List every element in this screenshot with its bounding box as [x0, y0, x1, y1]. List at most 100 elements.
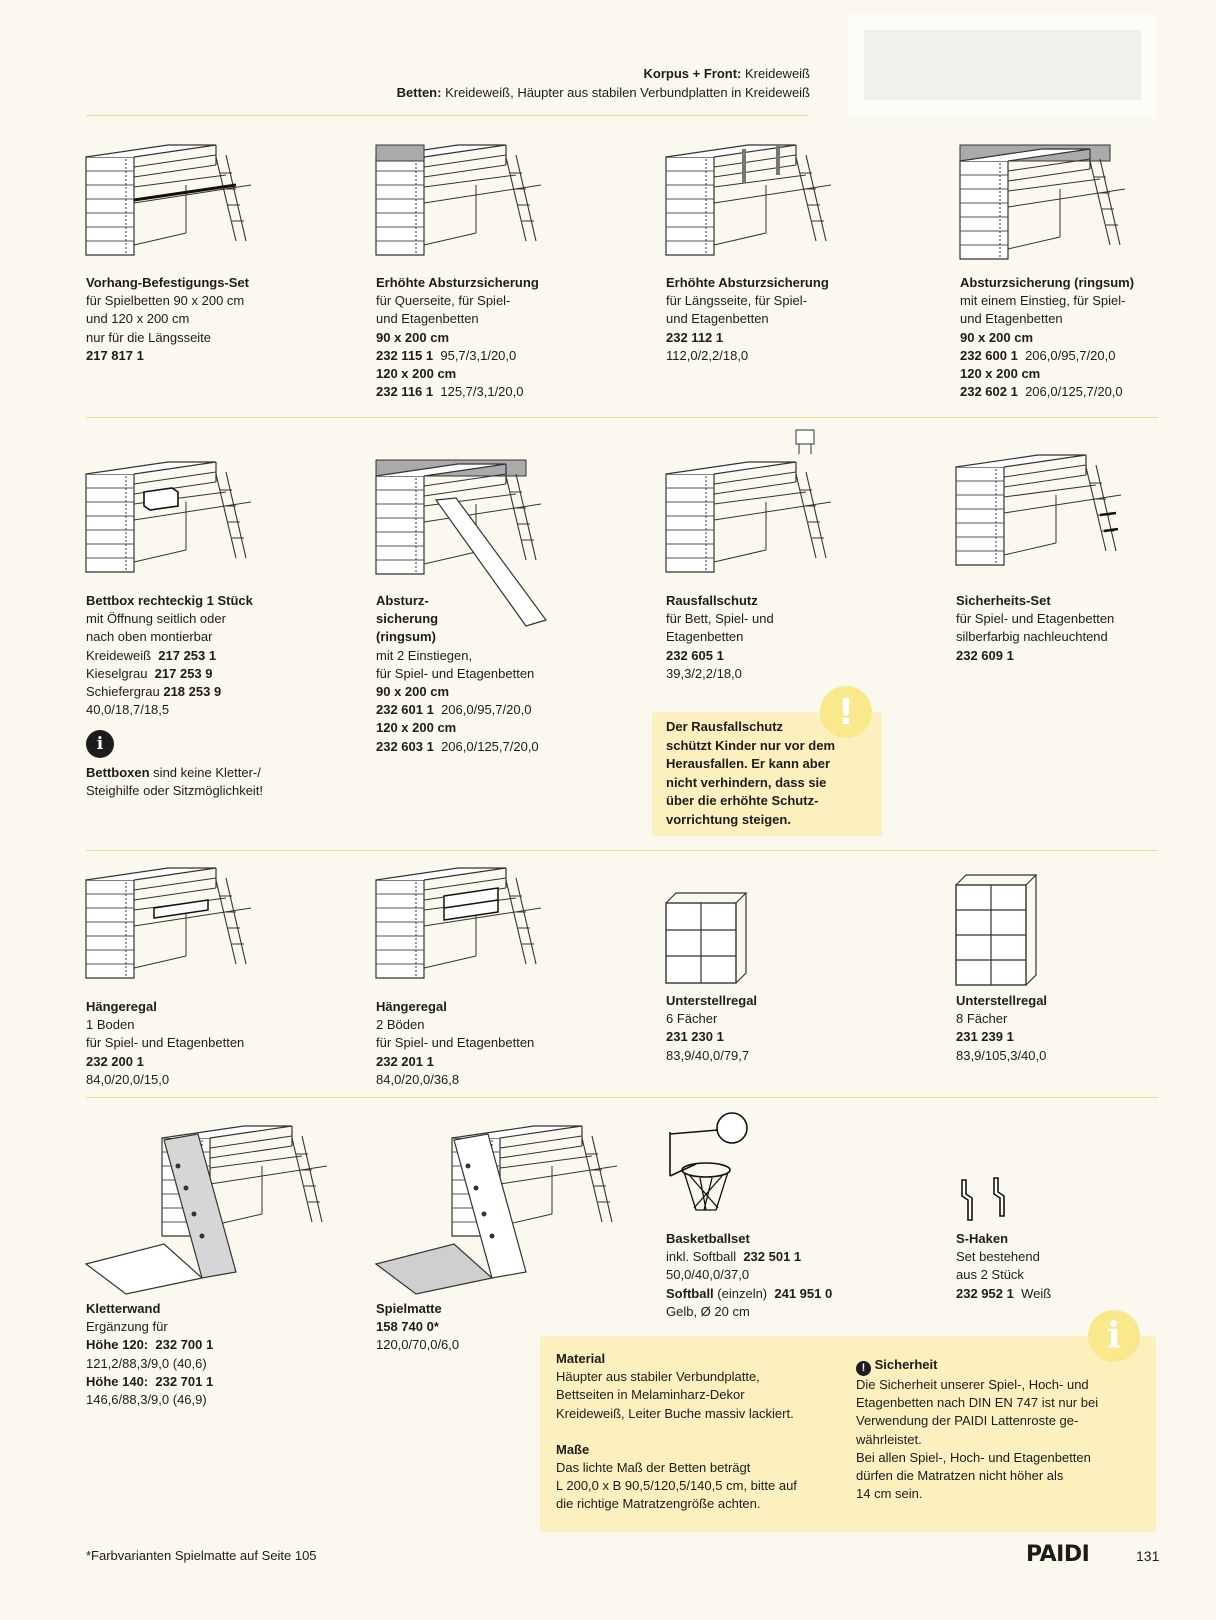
- illustration-s-hooks: [961, 1177, 1005, 1221]
- product-desc: für Querseite, für Spiel-: [376, 293, 511, 309]
- product-title: sicherung: [376, 611, 439, 627]
- product-title: Erhöhte Absturzsicherung: [376, 275, 539, 290]
- dimensions: 206,0/125,7/20,0: [441, 738, 539, 754]
- product-desc: Etagenbetten: [666, 629, 744, 645]
- info-icon: i: [86, 730, 114, 758]
- product-desc: aus 2 Stück: [956, 1267, 1024, 1283]
- product-title: Absturzsicherung (ringsum): [960, 275, 1135, 290]
- product-raised-guard-cross: Erhöhte Absturzsicherung für Querseite, …: [376, 274, 539, 401]
- illustration-raised-guard-long: [665, 144, 832, 256]
- product-desc: für Spiel- und Etagenbetten: [956, 611, 1115, 627]
- color-label: Kieselgrau: [86, 665, 148, 681]
- product-s-hooks: S-Haken Set bestehend aus 2 Stück 232 95…: [956, 1230, 1051, 1303]
- header-line2-label: Betten:: [396, 85, 442, 100]
- bedbox-note: Bettboxen sind keine Kletter-/ Steighilf…: [86, 764, 263, 800]
- size-label: 120 x 200 cm: [376, 720, 457, 736]
- dimensions: 95,7/3,1/20,0: [440, 347, 517, 363]
- page-number: 131: [1136, 1548, 1160, 1564]
- product-desc: und Etagenbetten: [960, 311, 1063, 327]
- product-title: Spielmatte: [376, 1301, 442, 1316]
- illustration-climbing-wall: [84, 1125, 328, 1295]
- section-text: Häupter aus stabiler Verbundplatte,: [556, 1369, 760, 1385]
- warning-text: Der Rausfallschutz schützt Kinder nur vo…: [666, 718, 835, 829]
- warning-line: schützt Kinder nur vor dem: [666, 737, 836, 753]
- product-desc: mit einem Einstieg, für Spiel-: [960, 293, 1126, 309]
- product-desc: und Etagenbetten: [666, 311, 769, 327]
- product-fall-protection: Rausfallschutz für Bett, Spiel- und Etag…: [666, 592, 774, 683]
- product-hanging-shelf-1: Hängeregal 1 Boden für Spiel- und Etagen…: [86, 998, 244, 1089]
- product-title: Hängeregal: [86, 999, 157, 1014]
- section-title: Material: [556, 1351, 606, 1366]
- illustration-play-mat: [374, 1125, 618, 1295]
- dimensions: 120,0/70,0/6,0: [376, 1337, 460, 1353]
- height-label: Höhe 120:: [86, 1337, 149, 1353]
- product-desc: und 120 x 200 cm: [86, 311, 190, 327]
- product-low-shelf-6: Unterstellregal 6 Fächer 231 230 1 83,9/…: [666, 992, 757, 1065]
- dimensions: 206,0/125,7/20,0: [1025, 384, 1123, 400]
- dimensions: 50,0/40,0/37,0: [666, 1267, 750, 1283]
- section-text: Bettseiten in Melaminharz-Dekor: [556, 1387, 745, 1403]
- dimensions: 206,0/95,7/20,0: [441, 702, 532, 718]
- article-number: 231 230 1: [666, 1029, 724, 1045]
- size-label: 90 x 200 cm: [376, 329, 450, 345]
- page-header: Korpus + Front: Kreideweiß Betten: Kreid…: [397, 64, 810, 102]
- product-desc: mit 2 Einstiegen,: [376, 647, 473, 663]
- product-desc: mit Öffnung seitlich oder: [86, 611, 226, 627]
- article-number: 232 605 1: [666, 647, 724, 663]
- dimensions: 121,2/88,3/9,0 (40,6): [86, 1355, 207, 1371]
- safety-section: ! Sicherheit Die Sicherheit unserer Spie…: [856, 1356, 1098, 1503]
- dimensions: 206,0/95,7/20,0: [1025, 347, 1116, 363]
- product-title: Basketballset: [666, 1231, 750, 1246]
- product-title: Bettbox rechteckig 1 Stück: [86, 593, 253, 608]
- warning-line: Der Rausfallschutz: [666, 719, 784, 734]
- section-text: dürfen die Matratzen nicht höher als: [856, 1468, 1064, 1484]
- note-text: Steighilfe oder Sitzmöglichkeit!: [86, 783, 264, 799]
- product-desc: nach oben montierbar: [86, 629, 213, 645]
- section-text: 14 cm sein.: [856, 1486, 923, 1502]
- article-number: 232 112 1: [666, 329, 724, 345]
- article-number: 217 253 1: [158, 647, 217, 663]
- dimensions: Gelb, Ø 20 cm: [666, 1303, 750, 1319]
- product-play-mat: Spielmatte 158 740 0* 120,0/70,0/6,0: [376, 1300, 459, 1355]
- article-number: 232 603 1: [376, 738, 434, 754]
- color-label: Kreideweiß: [86, 647, 152, 663]
- product-desc: und Etagenbetten: [376, 311, 479, 327]
- dimensions: 84,0/20,0/15,0: [86, 1071, 170, 1087]
- size-label: 120 x 200 cm: [960, 366, 1041, 382]
- illustration-raised-guard-cross: [375, 144, 542, 256]
- product-title: Softball: [666, 1285, 714, 1301]
- article-number: 218 253 9: [163, 684, 222, 700]
- size-label: 120 x 200 cm: [376, 366, 457, 382]
- divider: [86, 115, 809, 116]
- section-text: Kreideweiß, Leiter Buche massiv lackiert…: [556, 1405, 794, 1421]
- article-number: 232 201 1: [376, 1053, 434, 1069]
- article-number: 232 602 1: [960, 384, 1018, 400]
- product-desc: für Spielbetten 90 x 200 cm: [86, 293, 245, 309]
- product-guard-two-entries: Absturz- sicherung (ringsum) mit 2 Einst…: [376, 592, 539, 756]
- section-title: Maße: [556, 1441, 590, 1457]
- product-desc: silberfarbig nachleuchtend: [956, 629, 1108, 645]
- dimensions: 112,0/2,2/18,0: [666, 347, 749, 363]
- product-desc: für Spiel- und Etagenbetten: [86, 1035, 245, 1051]
- exclamation-icon: !: [856, 1361, 871, 1376]
- info-icon: i: [1088, 1310, 1140, 1362]
- illustration-guard-all-around: [959, 144, 1126, 260]
- article-number: 232 200 1: [86, 1053, 144, 1069]
- note-text: sind keine Kletter-/: [149, 765, 261, 780]
- warning-line: nicht verhindern, dass sie: [666, 774, 827, 790]
- exclamation-icon: !: [820, 686, 872, 738]
- product-climbing-wall: Kletterwand Ergänzung für Höhe 120: 232 …: [86, 1300, 213, 1409]
- product-desc: nur für die Längsseite: [86, 329, 212, 345]
- article-number: 232 116 1: [376, 384, 434, 400]
- product-desc: 1 Boden: [86, 1017, 135, 1033]
- product-title: (ringsum): [376, 629, 436, 645]
- info-box: [540, 1336, 1156, 1532]
- illustration-curtain-set: [85, 144, 252, 256]
- article-number: 232 600 1: [960, 347, 1018, 363]
- divider: [86, 1097, 1158, 1098]
- section-text: die richtige Matratzengröße achten.: [556, 1496, 761, 1512]
- product-desc: (einzeln): [713, 1285, 768, 1301]
- brand-logo: PAIDI: [1026, 1542, 1090, 1567]
- product-title: Unterstellregal: [666, 993, 758, 1008]
- section-text: Die Sicherheit unserer Spiel-, Hoch- und: [856, 1377, 1089, 1392]
